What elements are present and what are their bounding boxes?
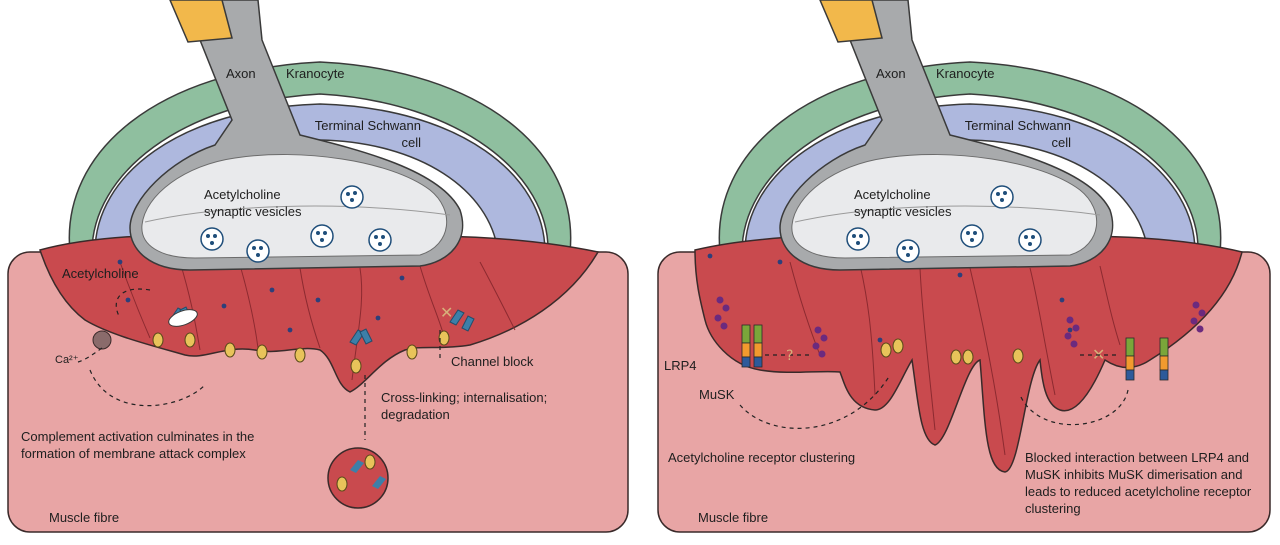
vesicle [246,239,270,263]
vesicle [368,228,392,252]
lrp4-label: LRP4 [664,358,697,373]
acetylcholine-molecules [117,259,405,333]
musk-molecules [741,324,1169,381]
axon-stem [169,0,233,43]
vesicle-contents [206,191,385,257]
muscle-label: Muscle fibre [49,510,120,525]
receptor [256,344,268,360]
vesicle [200,227,224,251]
antibody [449,309,465,326]
kranocyte-label: Kranocyte [286,66,345,81]
kranocyte-label: Kranocyte [936,66,995,81]
axon-label: Axon [226,66,256,81]
blocked-label: Blocked interaction between LRP4 and MuS… [1025,450,1252,516]
receptor [438,330,450,346]
axon-stem [819,0,883,43]
crosslinking-label: Cross-linking; internalisation; degradat… [381,390,548,422]
channel-block-mark: ✕ [440,303,453,322]
question-mark: ? [786,348,793,364]
calcium-channel [92,330,112,350]
muscle-label: Muscle fibre [698,510,769,525]
antibody [461,315,475,332]
synaptic-vesicles [200,185,392,263]
left-diagram: ✕ [7,0,629,533]
receptor [294,347,306,363]
receptor [184,332,196,348]
vesicles-label: Acetylcholine synaptic vesicles [854,187,952,219]
right-diagram: ✕ ? [657,0,1271,533]
membrane-attack-complex [168,309,198,327]
dashed-arrows [77,288,441,440]
vesicles-label: Acetylcholine synaptic vesicles [204,187,302,219]
calcium-label: Ca²⁺ [55,354,79,366]
receptor [350,358,362,374]
dashed-arrows [739,354,1129,429]
axon-label: Axon [876,66,906,81]
schwann-label: Terminal Schwann cell [314,118,421,150]
left-panel: ✕ Axon Kranocyte Terminal Schwann cell A… [7,0,629,533]
acetylcholine-receptors [152,330,450,374]
musk-label: MuSK [699,387,735,402]
synaptic-vesicles [846,185,1042,263]
vesicle [310,224,334,248]
receptor [224,342,236,358]
lrp4-molecules [714,296,1206,358]
right-panel: ✕ ? Axon Kranocyte Terminal Schwann cell… [650,0,1280,545]
acetylcholine-label: Acetylcholine [62,266,139,281]
receptor [152,332,164,348]
complement-label: Complement activation culminates in the … [21,429,255,461]
clustering-label: Acetylcholine receptor clustering [668,450,856,465]
channel-block-label: Channel block [451,354,534,369]
antibody [359,328,373,345]
receptor [406,344,418,360]
vesicle [340,185,364,209]
schwann-label: Terminal Schwann cell [964,118,1071,150]
